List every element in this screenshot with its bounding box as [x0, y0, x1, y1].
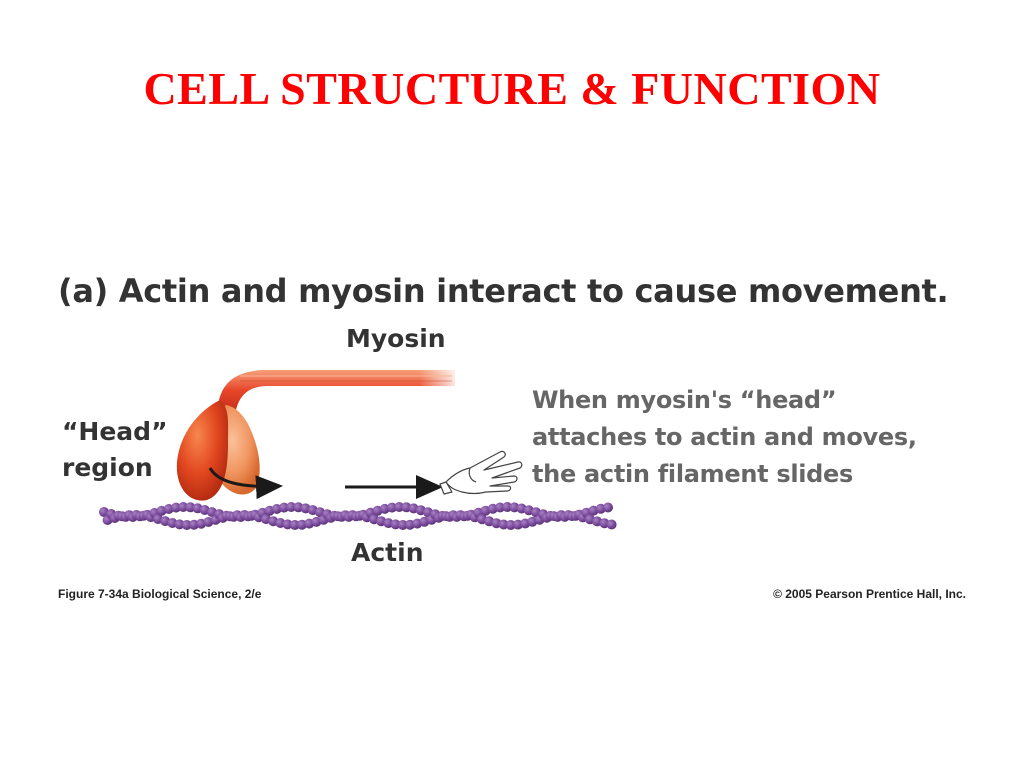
actin-bead [502, 502, 513, 512]
figure-credit: Figure 7-34a Biological Science, 2/e [58, 587, 262, 601]
actin-filament [99, 502, 617, 530]
caption-line-2: attaches to actin and moves, [532, 423, 917, 451]
figure-title: (a) Actin and myosin interact to cause m… [58, 272, 949, 310]
actin-bead [394, 502, 405, 512]
actin-bead [282, 519, 293, 530]
head-motion-arrow-icon [208, 467, 283, 500]
actin-bead [495, 502, 505, 513]
copyright-notice: © 2005 Pearson Prentice Hall, Inc. [773, 587, 966, 601]
actin-bead [606, 519, 617, 530]
explanation-caption: When myosin's “head” attaches to actin a… [532, 382, 992, 493]
head-label-line1: “Head” [62, 417, 168, 446]
actin-bead [289, 520, 300, 530]
actin-bead [603, 502, 613, 513]
actin-label: Actin [351, 538, 424, 567]
actin-bead [178, 502, 189, 512]
caption-line-1: When myosin's “head” [532, 386, 837, 414]
actin-bead [181, 520, 192, 530]
actin-bead [286, 502, 297, 512]
actin-bead [397, 520, 408, 530]
actin-bead [387, 502, 397, 513]
pointing-hand-icon [439, 450, 523, 495]
actin-bead [174, 519, 185, 530]
caption-line-3: the actin filament slides [532, 460, 854, 488]
myosin-tail [218, 370, 455, 410]
actin-bead [171, 502, 181, 513]
actin-bead [505, 520, 516, 530]
head-label-line2: region [62, 453, 153, 482]
actin-bead [279, 502, 289, 513]
actin-bead [390, 519, 401, 530]
slide-title: CELL STRUCTURE & FUNCTION [143, 63, 881, 114]
myosin-label: Myosin [346, 324, 446, 353]
actin-bead [498, 519, 509, 530]
head-region-label: “Head” region [62, 414, 202, 486]
